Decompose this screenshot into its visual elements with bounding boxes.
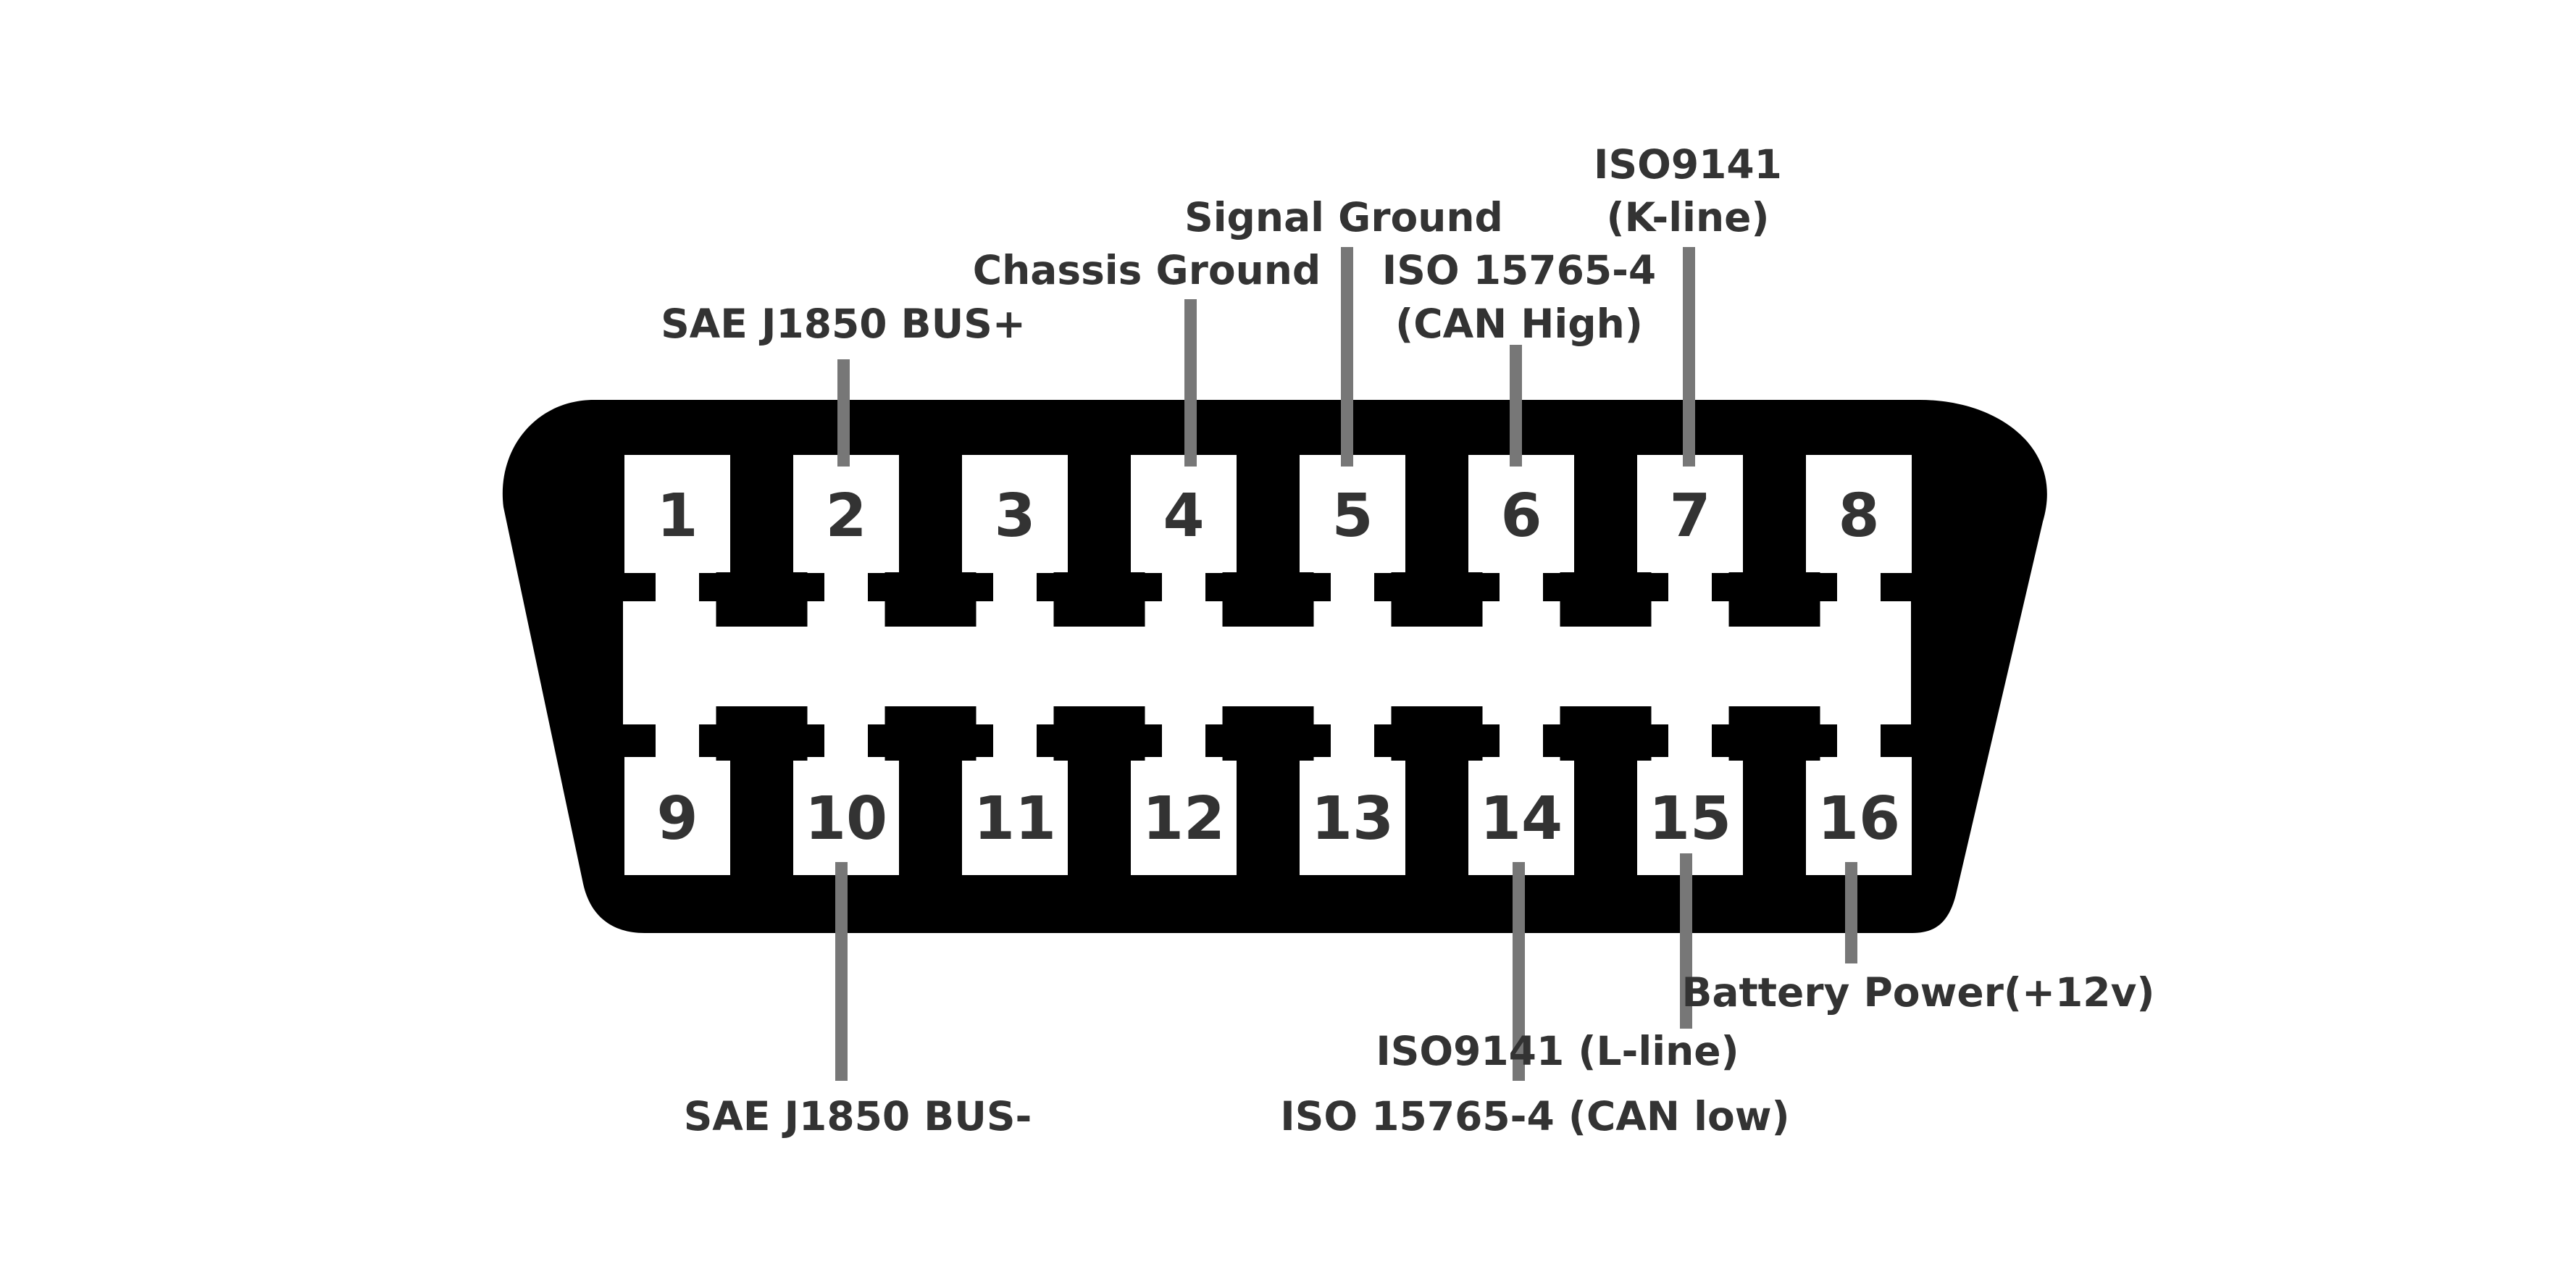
bottom-tongue-5: [1391, 706, 1483, 761]
pin-number-2: 2: [825, 482, 866, 551]
bottom-tongue-1: [716, 706, 808, 761]
bottom-tongue-4: [1222, 706, 1314, 761]
pin-1-neck: [656, 569, 699, 609]
pin-number-5: 5: [1331, 482, 1373, 551]
top-tongue-4: [1222, 572, 1314, 627]
bottom-tongue-7: [1728, 706, 1820, 761]
pin-10-neck: [824, 721, 868, 761]
top-pin-numbers: 1 2 3 4 5 6 7 8: [656, 482, 1879, 551]
pin-9-face: [624, 757, 730, 875]
top-tongue-5: [1391, 572, 1483, 627]
top-tongue-3: [1053, 572, 1145, 627]
pin-6-face: [1468, 455, 1574, 573]
pin-16-neck: [1837, 721, 1881, 761]
pin-9-neck: [656, 721, 699, 761]
leader-line-pin7: [1683, 247, 1695, 467]
leader-line-pin6: [1510, 345, 1522, 467]
pin-number-11: 11: [974, 785, 1056, 853]
pin-12-neck: [1162, 721, 1205, 761]
pin-13-face: [1300, 757, 1405, 875]
pin-5-neck: [1331, 569, 1374, 609]
top-contact-tongues: [716, 572, 1820, 627]
label-pin5: Signal Ground: [1184, 194, 1503, 241]
leader-line-pin16: [1845, 862, 1857, 963]
top-tongue-2: [885, 572, 977, 627]
bottom-tongue-2: [885, 706, 977, 761]
label-pin15: ISO9141 (L-line): [1376, 1028, 1739, 1074]
label-pin10: SAE J1850 BUS-: [684, 1093, 1032, 1139]
bottom-contact-tongues: [716, 706, 1820, 761]
leader-line-pin4: [1184, 299, 1197, 467]
pin-4-neck: [1162, 569, 1205, 609]
leader-lines: [835, 247, 1857, 1081]
pin-2-neck: [824, 569, 868, 609]
pin-number-6: 6: [1500, 482, 1542, 551]
pin-number-4: 4: [1163, 482, 1204, 551]
pin-number-14: 14: [1480, 785, 1563, 853]
pin-13-neck: [1331, 721, 1374, 761]
pin-number-8: 8: [1838, 482, 1879, 551]
pin-14-face: [1468, 757, 1574, 875]
pin-7-neck: [1668, 569, 1712, 609]
label-pin16: Battery Power(+12v): [1681, 969, 2154, 1016]
label-pin14: ISO 15765-4 (CAN low): [1280, 1093, 1789, 1139]
pin-7-face: [1637, 455, 1743, 573]
label-pin7-line2: (K-line): [1606, 194, 1769, 241]
pin-11-neck: [993, 721, 1037, 761]
top-tongue-7: [1728, 572, 1820, 627]
leader-line-pin14: [1513, 862, 1525, 1081]
leader-line-pin2: [837, 359, 850, 467]
label-pin4: Chassis Ground: [973, 247, 1321, 293]
pin-1-face: [624, 455, 730, 573]
pin-number-12: 12: [1142, 785, 1225, 853]
pin-number-10: 10: [805, 785, 887, 853]
label-pin2: SAE J1850 BUS+: [661, 301, 1026, 347]
pin-number-3: 3: [994, 482, 1035, 551]
leader-line-pin5: [1341, 247, 1353, 467]
pin-2-face: [793, 455, 899, 573]
pin-number-7: 7: [1669, 482, 1710, 551]
top-tongue-1: [716, 572, 808, 627]
pin-12-face: [1131, 757, 1237, 875]
bottom-pin-numbers: 9 10 11 12 13 14 15 16: [656, 785, 1900, 853]
pin-16-face: [1806, 757, 1912, 875]
label-pin7-line1: ISO9141: [1594, 141, 1782, 188]
label-pin6-line1: ISO 15765-4: [1382, 247, 1656, 293]
pin-cavity: [623, 455, 1912, 875]
pin-3-face: [962, 455, 1068, 573]
bottom-tongue-6: [1560, 706, 1652, 761]
pin-number-9: 9: [656, 785, 698, 853]
top-tongue-6: [1560, 572, 1652, 627]
pin-labels: SAE J1850 BUS+ Chassis Ground Signal Gro…: [661, 141, 2155, 1139]
pin-6-neck: [1500, 569, 1543, 609]
pin-4-face: [1131, 455, 1237, 573]
pin-number-13: 13: [1311, 785, 1394, 853]
pin-15-neck: [1668, 721, 1712, 761]
pin-5-face: [1300, 455, 1405, 573]
pin-14-neck: [1500, 721, 1543, 761]
pin-8-neck: [1837, 569, 1881, 609]
leader-line-pin10: [835, 862, 848, 1081]
pin-number-1: 1: [656, 482, 698, 551]
bottom-tongue-3: [1053, 706, 1145, 761]
leader-line-pin15: [1680, 853, 1692, 1029]
pin-11-face: [962, 757, 1068, 875]
pin-number-16: 16: [1818, 785, 1900, 853]
pin-number-15: 15: [1649, 785, 1731, 853]
pin-3-neck: [993, 569, 1037, 609]
label-pin6-line2: (CAN High): [1395, 301, 1643, 347]
pin-10-face: [793, 757, 899, 875]
pin-8-face: [1806, 455, 1912, 573]
